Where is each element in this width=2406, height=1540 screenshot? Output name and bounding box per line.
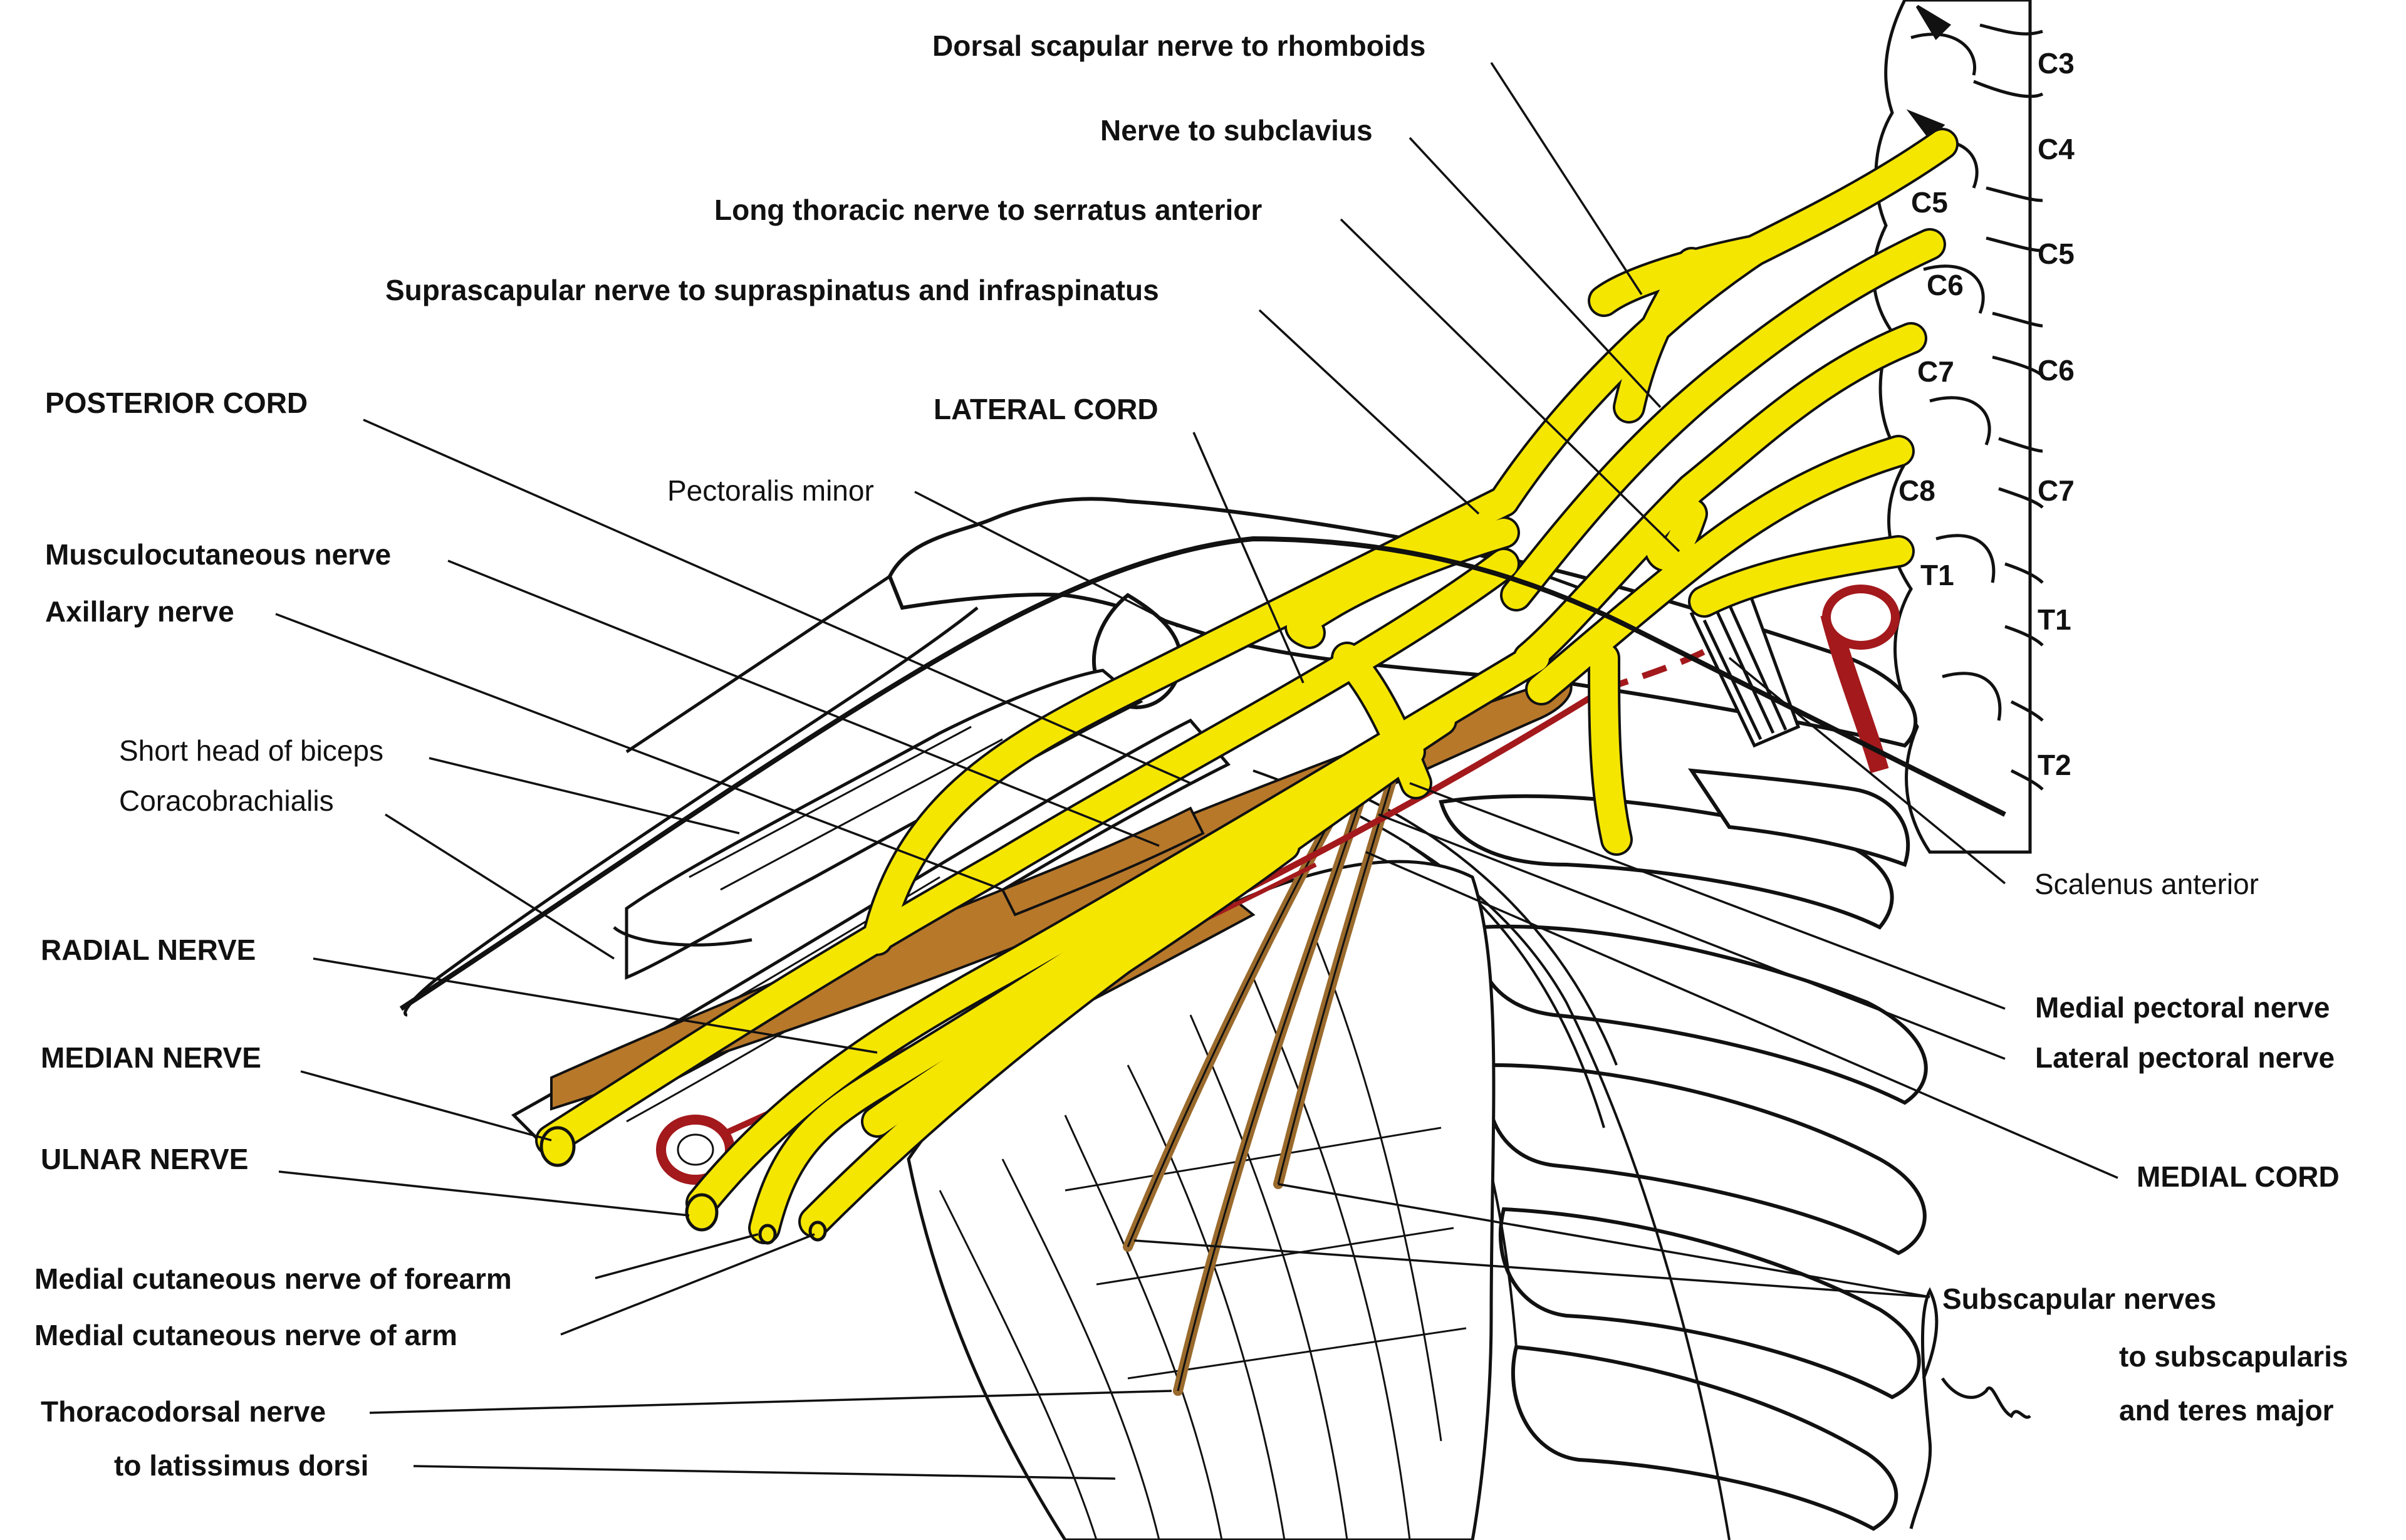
vertebra-label-t2: T2	[2038, 749, 2071, 781]
leader-lines	[275, 62, 2118, 1480]
vertebral-column	[1872, 0, 2032, 854]
label-nerve-to-subclavius: Nerve to subclavius	[1100, 114, 1373, 147]
root-label-c5: C5	[1911, 186, 1948, 219]
vertebra-label-c5: C5	[2038, 237, 2075, 270]
root-label-c8: C8	[1898, 474, 1935, 507]
label-medial-cutaneous-arm: Medial cutaneous nerve of arm	[34, 1319, 457, 1351]
label-and-teres-major: and teres major	[2119, 1394, 2334, 1427]
label-short-head-of-biceps: Short head of biceps	[119, 734, 383, 767]
label-scalenus-anterior: Scalenus anterior	[2034, 868, 2259, 900]
label-pectoralis-minor: Pectoralis minor	[667, 474, 874, 507]
label-posterior-cord: POSTERIOR CORD	[45, 387, 308, 419]
brachial-plexus-nerves-fill	[538, 130, 1956, 1242]
label-medial-cord: MEDIAL CORD	[2137, 1160, 2340, 1193]
vertebra-label-c7: C7	[2038, 474, 2075, 507]
subclavian-artery	[1820, 585, 1900, 774]
label-to-latissimus-dorsi: to latissimus dorsi	[114, 1449, 369, 1482]
root-label-t1: T1	[1920, 559, 1954, 591]
label-lateral-cord: LATERAL CORD	[934, 393, 1159, 425]
back-muscle-striations	[939, 939, 1467, 1540]
label-suprascapular-nerve: Suprascapular nerve to supraspinatus and…	[385, 274, 1159, 306]
root-label-c7: C7	[1917, 355, 1954, 388]
label-subscapular-nerves: Subscapular nerves	[1942, 1282, 2217, 1315]
vertebra-label-c4: C4	[2038, 133, 2075, 165]
nerve-cut-ends	[539, 1126, 827, 1245]
vertebra-label-c6: C6	[2038, 354, 2075, 387]
label-ulnar-nerve: ULNAR NERVE	[41, 1143, 249, 1175]
label-axillary-nerve: Axillary nerve	[45, 595, 234, 628]
root-label-c6: C6	[1927, 269, 1964, 301]
vertebra-label-c3: C3	[2038, 47, 2075, 80]
label-thoracodorsal-nerve: Thoracodorsal nerve	[41, 1395, 326, 1428]
label-musculocutaneous-nerve: Musculocutaneous nerve	[45, 538, 392, 571]
label-medial-pectoral-nerve: Medial pectoral nerve	[2035, 991, 2330, 1024]
label-dorsal-scapular-nerve: Dorsal scapular nerve to rhomboids	[932, 29, 1426, 62]
label-radial-nerve: RADIAL NERVE	[41, 934, 256, 966]
vertebra-label-t1: T1	[2038, 603, 2071, 636]
label-median-nerve: MEDIAN NERVE	[41, 1041, 261, 1074]
label-lateral-pectoral-nerve: Lateral pectoral nerve	[2035, 1041, 2335, 1074]
label-long-thoracic-nerve: Long thoracic nerve to serratus anterior	[714, 194, 1263, 226]
label-to-subscapularis: to subscapularis	[2119, 1340, 2348, 1373]
label-coracobrachialis: Coracobrachialis	[119, 784, 334, 817]
rib-cage	[1439, 794, 1928, 1531]
clavicle-line	[399, 536, 2006, 1011]
artist-signature	[1909, 1287, 2031, 1529]
vertebra-rib-lines	[1906, 4, 2044, 791]
label-medial-cutaneous-forearm: Medial cutaneous nerve of forearm	[34, 1262, 512, 1295]
